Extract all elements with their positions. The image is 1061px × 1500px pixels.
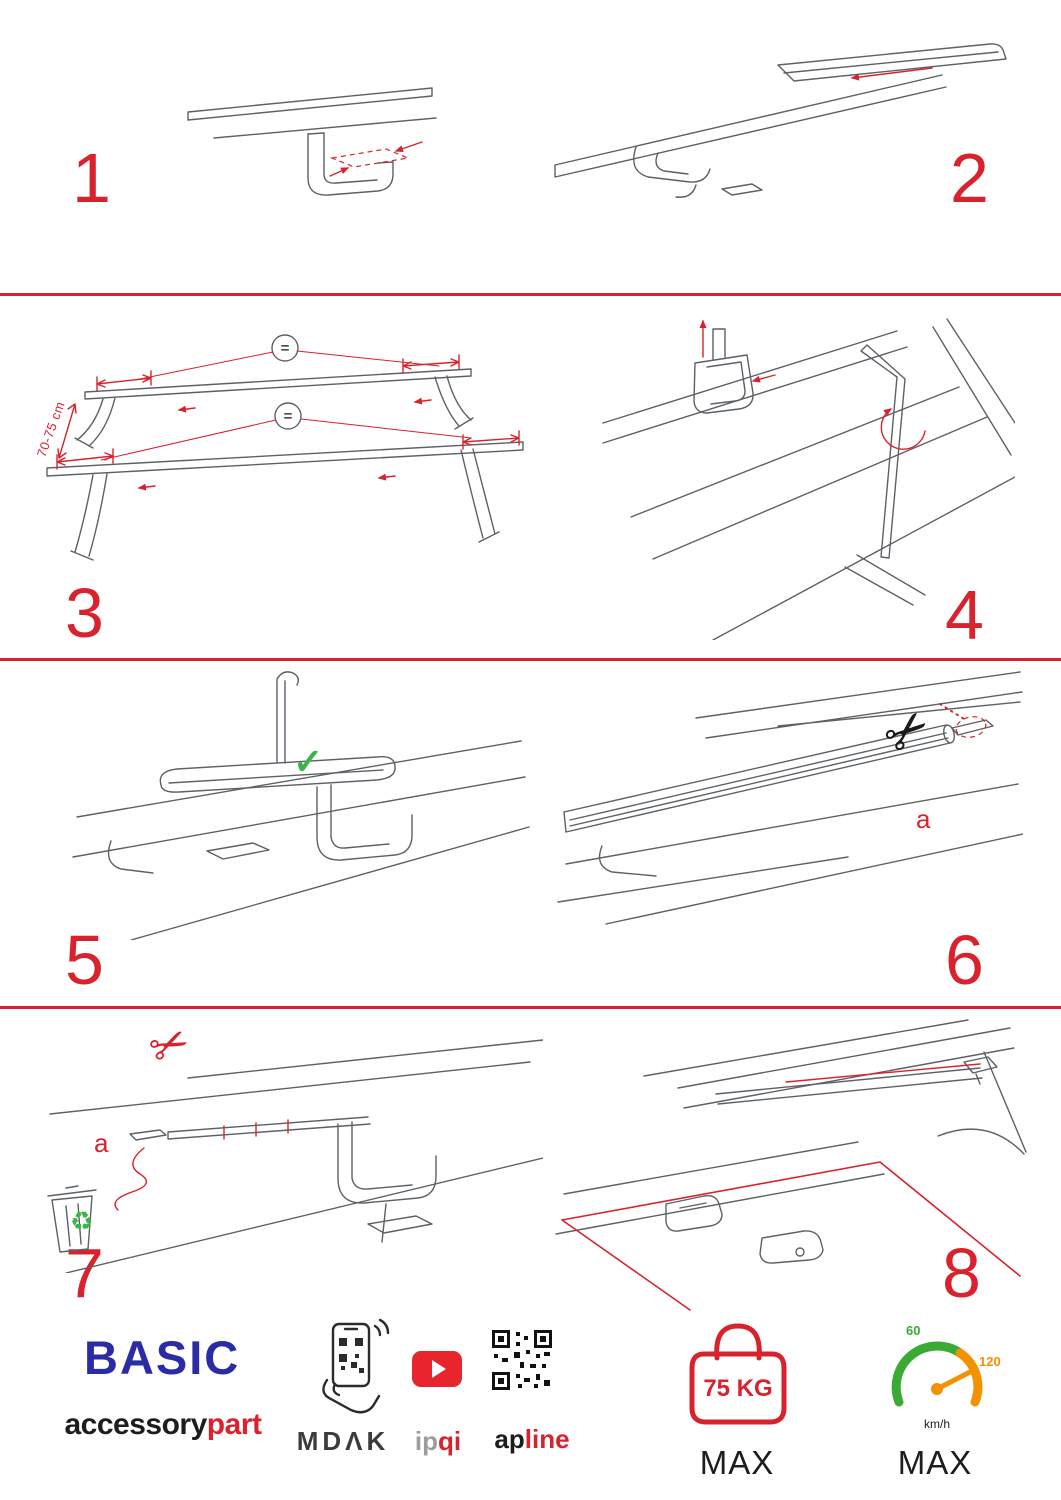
equal-symbol: = (281, 340, 290, 357)
slide-arrow (850, 67, 933, 81)
step-6-number: 6 (945, 921, 984, 999)
apline-red: line (524, 1424, 570, 1454)
apline-dark: ap (494, 1424, 525, 1454)
youtube-icon (412, 1351, 462, 1387)
partner-mdak-label: MDΛK (296, 1426, 390, 1456)
speedometer-icon: 60 120 km/h (891, 1323, 1001, 1431)
step-6-illustration (557, 671, 1023, 925)
roof-lines (49, 1039, 543, 1273)
partner-apline-label: apline (480, 1424, 584, 1455)
strip-highlight (785, 1063, 981, 1083)
rotate-arrow (880, 408, 926, 450)
front-crossbar (74, 368, 474, 449)
foot (107, 840, 154, 874)
roof-rail (187, 87, 437, 139)
step-2-number: 2 (950, 139, 989, 217)
separator-3 (0, 1006, 1061, 1009)
clamp-bracket (337, 1121, 437, 1243)
speed-max-label: MAX (897, 1444, 973, 1481)
clamp-bracket (307, 132, 394, 196)
step-3-illustration: = = 70-75 cm (35, 334, 524, 561)
crossbar (159, 756, 396, 793)
speed-unit-label: km/h (924, 1417, 950, 1431)
step-1-number: 1 (72, 139, 111, 217)
discard-line (114, 1147, 148, 1211)
cut-ticks (223, 1119, 289, 1140)
rail-detail (844, 554, 926, 606)
recycle-icon: ♻ (70, 1206, 94, 1236)
ipqi-gray: ip (414, 1426, 438, 1456)
step-1-illustration (187, 87, 437, 196)
rubber-strip (129, 1116, 371, 1141)
cut-dots (939, 703, 965, 720)
detail-label-a: a (916, 804, 931, 834)
roof-lines (555, 1019, 1027, 1235)
equal-spacing-marks: = = (100, 334, 472, 461)
weight-icon: 75 KG (689, 1323, 787, 1425)
step-8-illustration (555, 1019, 1027, 1311)
step-5-number: 5 (65, 921, 104, 999)
hook-rod (276, 671, 300, 764)
brand-sub-red: part (206, 1408, 262, 1441)
end-cover (777, 43, 1007, 82)
dimension-arrows (56, 354, 520, 491)
weight-max-label: MAX (699, 1444, 775, 1481)
clamp-bracket (316, 784, 413, 861)
ipqi-red: qi (438, 1426, 462, 1456)
rubber-pad-insert (329, 141, 423, 177)
rubber-strip-end (951, 719, 994, 736)
rear-crossbar (46, 441, 524, 561)
brand-subtitle: accessorypart (58, 1408, 268, 1442)
clamp-pieces (665, 1194, 824, 1264)
detail-label-a: a (94, 1128, 109, 1158)
insert-arrow (751, 374, 776, 383)
trash-bin-icon (47, 1185, 97, 1253)
separator-2 (0, 658, 1061, 661)
roof-lines (602, 318, 1015, 640)
needle (934, 1368, 975, 1392)
play-triangle-icon (431, 1360, 446, 1378)
rubber-pad (206, 842, 270, 860)
bar-distance-label: 70-75 cm (35, 399, 68, 459)
step-5-illustration (72, 671, 530, 940)
speed-high-label: 120 (979, 1354, 1001, 1369)
roof-lines (72, 740, 530, 940)
roof-lines (557, 671, 1023, 925)
weight-value: 75 KG (703, 1375, 772, 1402)
crossbar (554, 74, 947, 178)
crossbar (715, 1056, 998, 1105)
qr-code-icon (492, 1330, 552, 1390)
step-3-number: 3 (65, 574, 104, 652)
check-icon: ✓ (293, 741, 324, 782)
clamp-bracket (693, 328, 754, 414)
phone-scan-icon (322, 1318, 390, 1414)
step-7-illustration (47, 1039, 543, 1273)
brand-sub-dark: accessory (64, 1408, 208, 1441)
foot-clamp (633, 146, 763, 198)
step-2-illustration (554, 43, 1007, 198)
crossbar (563, 724, 955, 833)
separator-1 (0, 293, 1061, 296)
foot (598, 845, 657, 877)
speed-low-label: 60 (906, 1323, 920, 1338)
partner-ipqi-label: ipqi (398, 1426, 478, 1457)
step-4-illustration (602, 318, 1015, 640)
step-8-number: 8 (942, 1234, 981, 1312)
brand-title: BASIC (84, 1331, 241, 1384)
zone-frame (561, 1161, 1021, 1311)
equal-symbol: = (284, 408, 293, 425)
allen-key-icon (860, 344, 906, 559)
step-4-number: 4 (945, 576, 984, 654)
